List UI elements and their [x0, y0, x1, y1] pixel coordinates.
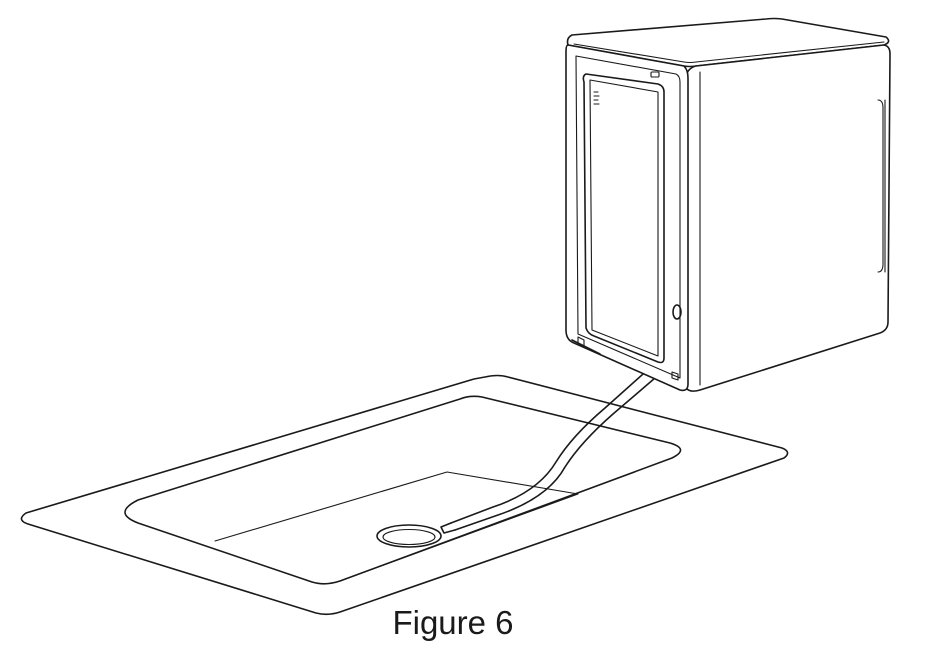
knob-icon — [672, 304, 682, 320]
drain-hole — [376, 524, 442, 548]
latch-icon — [650, 71, 660, 78]
figure-caption: Figure 6 — [392, 604, 514, 641]
basin-rim — [124, 395, 682, 585]
door-logo — [593, 91, 600, 105]
appliance-side — [685, 44, 891, 392]
appliance — [565, 17, 891, 392]
door-window — [582, 73, 665, 364]
drain-hose — [440, 355, 667, 534]
countertop-outline — [20, 374, 789, 616]
basin-floor — [214, 471, 579, 582]
sink — [20, 374, 789, 616]
